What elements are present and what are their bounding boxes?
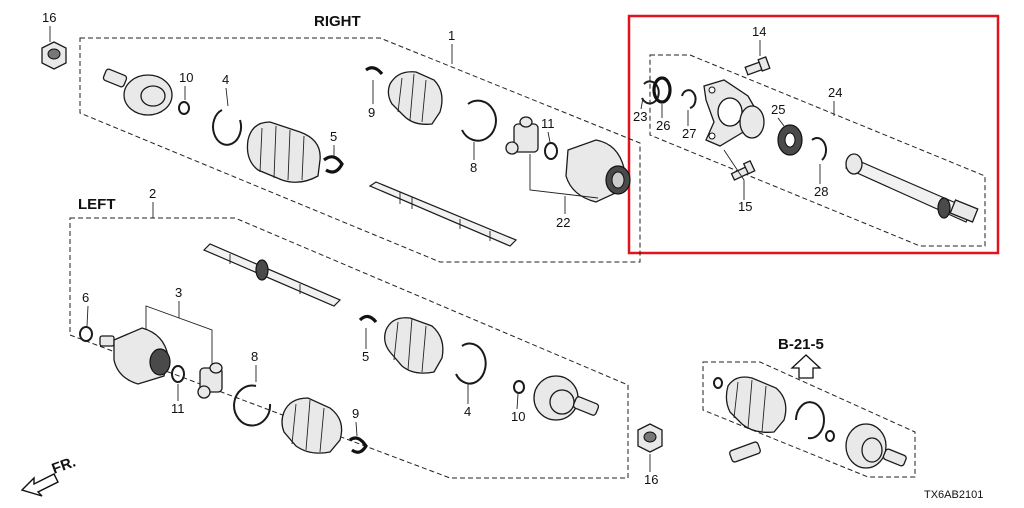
boot-outer-left <box>384 317 444 374</box>
bearing-25 <box>739 105 803 156</box>
outer-cv-joint-right <box>102 68 173 116</box>
callout-6: 6 <box>82 290 89 305</box>
callout-27: 27 <box>682 126 696 141</box>
highlight-box <box>627 14 1000 255</box>
callout-26: 26 <box>656 118 670 133</box>
inner-housing-right <box>565 139 631 203</box>
bolt-14 <box>744 56 771 76</box>
callout-4a: 4 <box>222 72 229 87</box>
callout-3: 3 <box>175 285 182 300</box>
callout-10b: 10 <box>511 409 525 424</box>
band-4-left <box>455 342 487 385</box>
right-assembly-outline <box>79 37 641 263</box>
boot-inner-right <box>387 71 443 125</box>
clip-10-left <box>513 380 525 394</box>
callout-28: 28 <box>814 184 828 199</box>
callout-23: 23 <box>633 109 647 124</box>
up-arrow-icon <box>790 354 822 379</box>
intermediate-shaft-outline <box>649 54 986 247</box>
callout-5b: 5 <box>362 349 369 364</box>
nut-16-top <box>41 41 67 70</box>
callout-4b: 4 <box>464 404 471 419</box>
shaft-right <box>368 181 518 247</box>
callout-2: 2 <box>149 186 156 201</box>
inner-housing-left <box>99 327 171 385</box>
left-assembly-outline <box>69 217 629 479</box>
band-8-top <box>461 99 497 142</box>
diagram-code: TX6AB2101 <box>924 489 983 501</box>
boot-kit-outline <box>702 361 916 478</box>
callout-11b: 11 <box>171 401 185 416</box>
clip-10-top <box>178 101 190 115</box>
band-5-top <box>323 155 344 174</box>
nut-16-bottom <box>637 423 663 453</box>
seal-26 <box>652 76 672 104</box>
tripod-joint-right <box>505 116 539 155</box>
front-label: FR. <box>50 454 79 478</box>
callout-24: 24 <box>828 85 842 100</box>
callout-1: 1 <box>448 28 455 43</box>
clip-11-left <box>171 365 185 383</box>
band-8-left <box>233 384 272 427</box>
outer-cv-joint-left <box>533 375 600 421</box>
callout-8a: 8 <box>470 160 477 175</box>
shaft-left <box>202 243 342 307</box>
callout-8b: 8 <box>251 349 258 364</box>
intermediate-shaft-24 <box>845 153 979 223</box>
callout-5a: 5 <box>330 129 337 144</box>
boot-outer-right <box>246 121 321 183</box>
callout-15: 15 <box>738 199 752 214</box>
circlip-28 <box>811 137 827 161</box>
callout-9a: 9 <box>368 105 375 120</box>
callout-16a: 16 <box>42 10 56 25</box>
callout-25: 25 <box>771 102 785 117</box>
clip-27 <box>681 89 697 109</box>
callout-16b: 16 <box>644 472 658 487</box>
header-ref: B-21-5 <box>778 336 824 353</box>
boot-kit-parts <box>713 376 907 469</box>
callout-11a: 11 <box>541 116 555 131</box>
band-9-left <box>349 436 368 454</box>
front-arrow-icon <box>20 473 59 497</box>
callout-22: 22 <box>556 215 570 230</box>
boot-inner-left <box>281 397 343 454</box>
callout-10a: 10 <box>179 70 193 85</box>
band-5-left <box>358 314 378 324</box>
circlip-23 <box>641 80 660 105</box>
band-4-top <box>212 109 243 146</box>
clip-11-top <box>544 142 558 160</box>
tripod-joint-left <box>197 362 223 399</box>
band-9-top <box>365 66 384 76</box>
header-left: LEFT <box>78 196 116 213</box>
clip-6 <box>79 326 93 342</box>
header-right: RIGHT <box>314 13 361 30</box>
callout-9b: 9 <box>352 406 359 421</box>
callout-14: 14 <box>752 24 766 39</box>
